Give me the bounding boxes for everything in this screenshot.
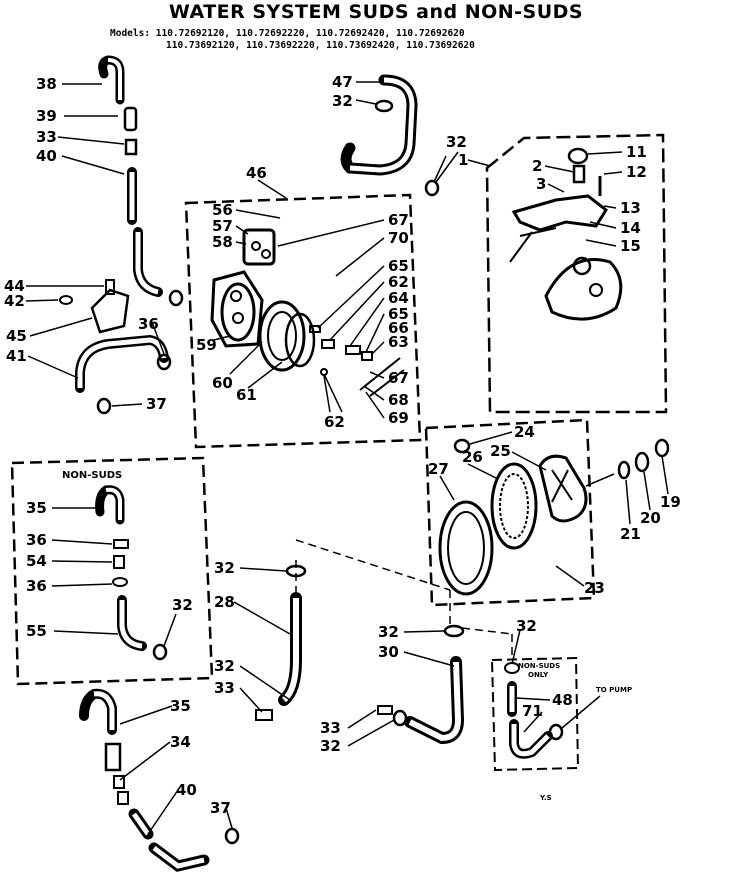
- hose-47: [340, 74, 440, 197]
- callout-69: 69: [388, 409, 409, 427]
- hose-28: [255, 564, 307, 721]
- diagram-title: WATER SYSTEM SUDS and NON-SUDS: [169, 1, 583, 23]
- callout-33: 33: [214, 679, 235, 697]
- callout-24: 24: [514, 423, 535, 441]
- models-line-1: Models: 110.72692120, 110.72692220, 110.…: [110, 28, 465, 39]
- callout-32: 32: [214, 657, 235, 675]
- hose-clamp-39: [123, 106, 138, 132]
- upper-left-hose-assembly: [98, 55, 184, 307]
- callout-45: 45: [6, 327, 27, 345]
- callout-32: 32: [214, 559, 235, 577]
- callout-11: 11: [626, 143, 647, 161]
- callout-57: 57: [212, 217, 233, 235]
- leader-lines: [25, 81, 669, 835]
- callout-28: 28: [214, 593, 235, 611]
- callout-36: 36: [26, 531, 47, 549]
- callout-61: 61: [236, 386, 257, 404]
- callout-20: 20: [640, 509, 661, 527]
- callout-62: 62: [388, 273, 409, 291]
- callout-70: 70: [388, 229, 409, 247]
- callout-41: 41: [6, 347, 27, 365]
- callout-65: 65: [388, 257, 409, 275]
- callout-32: 32: [172, 596, 193, 614]
- filter-assembly-box: [424, 418, 596, 607]
- hose-30: [377, 624, 465, 745]
- callout-32: 32: [378, 623, 399, 641]
- callout-labels: 38 39 33 40 44 42 45 41 36 37 47 32 32 1…: [4, 73, 681, 817]
- valve-assembly-box: [184, 193, 422, 449]
- callout-48: 48: [552, 691, 573, 709]
- callout-67: 67: [388, 211, 409, 229]
- callout-58: 58: [212, 233, 233, 251]
- callout-65: 65: [388, 305, 409, 323]
- callout-19: 19: [660, 493, 681, 511]
- filter-assembly: [438, 438, 670, 596]
- callout-30: 30: [378, 643, 399, 661]
- callout-12: 12: [626, 163, 647, 181]
- callout-56: 56: [212, 201, 233, 219]
- callout-37: 37: [210, 799, 231, 817]
- callout-26: 26: [462, 448, 483, 466]
- callout-66: 66: [388, 319, 409, 337]
- callout-3: 3: [536, 175, 546, 193]
- non-suds-only-label-2: ONLY: [528, 671, 549, 679]
- callout-1: 1: [458, 151, 468, 169]
- callout-14: 14: [620, 219, 641, 237]
- footer-mark: Y.S: [539, 794, 552, 802]
- callout-42: 42: [4, 292, 25, 310]
- callout-32: 32: [320, 737, 341, 755]
- callout-60: 60: [212, 374, 233, 392]
- callout-67: 67: [388, 369, 409, 387]
- pump-assembly: [509, 147, 623, 321]
- callout-34: 34: [170, 733, 191, 751]
- callout-55: 55: [26, 622, 47, 640]
- non-suds-box: NON-SUDS: [10, 456, 214, 686]
- lower-left-hose-assembly: [79, 688, 240, 872]
- callout-33: 33: [36, 128, 57, 146]
- callout-71: 71: [522, 702, 543, 720]
- callout-64: 64: [388, 289, 409, 307]
- callout-32: 32: [516, 617, 537, 635]
- callout-35: 35: [26, 499, 47, 517]
- callout-46: 46: [246, 164, 267, 182]
- callout-40: 40: [36, 147, 57, 165]
- non-suds-only-box: NON-SUDS ONLY: [490, 656, 580, 772]
- callout-63: 63: [388, 333, 409, 351]
- callout-32: 32: [446, 133, 467, 151]
- callout-36: 36: [26, 577, 47, 595]
- callout-47: 47: [332, 73, 353, 91]
- callout-23: 23: [584, 579, 605, 597]
- non-suds-hose-set: [95, 485, 168, 661]
- callout-27: 27: [428, 460, 449, 478]
- callout-62: 62: [324, 413, 345, 431]
- callout-38: 38: [36, 75, 57, 93]
- callout-2: 2: [532, 157, 542, 175]
- callout-40: 40: [176, 781, 197, 799]
- assembly-flow-lines: [295, 539, 513, 660]
- callout-68: 68: [388, 391, 409, 409]
- callout-15: 15: [620, 237, 641, 255]
- callout-54: 54: [26, 552, 47, 570]
- pump-assembly-box: [485, 133, 668, 414]
- non-suds-label: NON-SUDS: [62, 470, 122, 481]
- bracket-45: [59, 279, 130, 334]
- callout-13: 13: [620, 199, 641, 217]
- callout-35: 35: [170, 697, 191, 715]
- valve-assembly: [210, 228, 405, 397]
- non-suds-only-label-1: NON-SUDS: [518, 662, 560, 670]
- callout-59: 59: [196, 336, 217, 354]
- models-line-2: 110.73692120, 110.73692220, 110.73692420…: [166, 40, 475, 51]
- callout-37: 37: [146, 395, 167, 413]
- callout-39: 39: [36, 107, 57, 125]
- callout-32: 32: [332, 92, 353, 110]
- hose-48: [504, 662, 564, 759]
- callout-44: 44: [4, 277, 25, 295]
- to-pump-label: TO PUMP: [596, 686, 632, 694]
- callout-21: 21: [620, 525, 641, 543]
- callout-25: 25: [490, 442, 511, 460]
- callout-33: 33: [320, 719, 341, 737]
- callout-36: 36: [138, 315, 159, 333]
